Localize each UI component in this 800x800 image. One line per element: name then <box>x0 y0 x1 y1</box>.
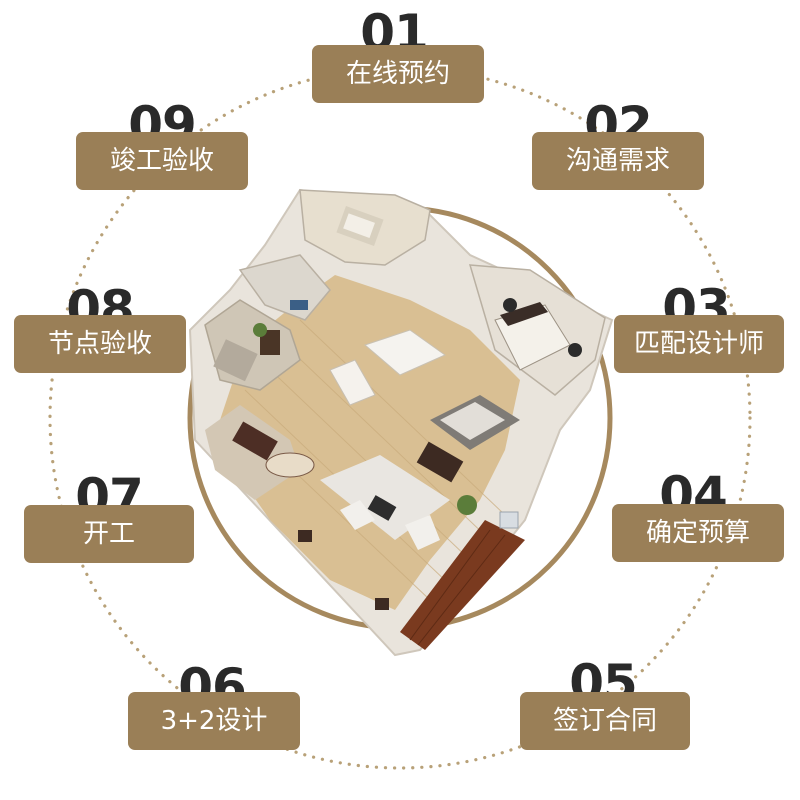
step-pill-09: 竣工验收 <box>76 132 248 190</box>
step-pill-06: 3+2设计 <box>128 692 300 750</box>
step-pill-07: 开工 <box>24 505 194 563</box>
step-pill-04: 确定预算 <box>612 504 784 562</box>
step-pill-02: 沟通需求 <box>532 132 704 190</box>
step-pill-03: 匹配设计师 <box>614 315 784 373</box>
step-pill-05: 签订合同 <box>520 692 690 750</box>
step-pill-08: 节点验收 <box>14 315 186 373</box>
step-pill-01: 在线预约 <box>312 45 484 103</box>
